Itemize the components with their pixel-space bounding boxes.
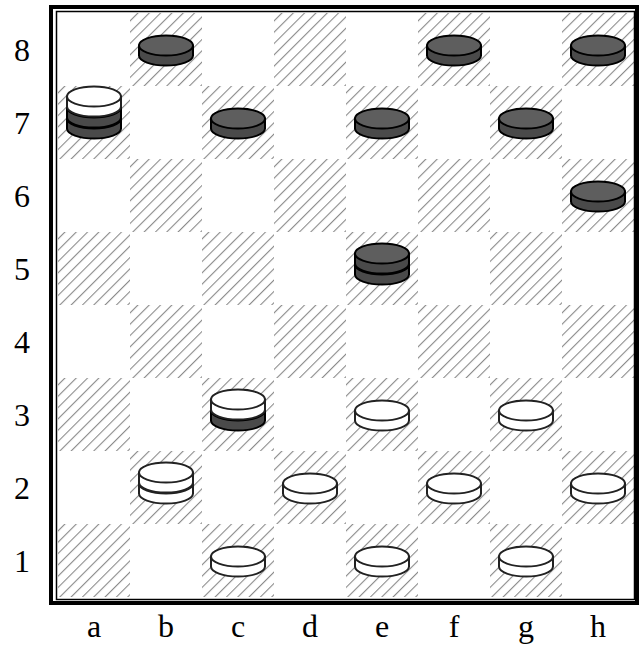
file-label: d — [302, 610, 318, 642]
file-label: a — [87, 610, 101, 642]
file-label: c — [231, 610, 245, 642]
stack-e5 — [355, 244, 409, 285]
black-pieces — [139, 36, 625, 212]
file-label: b — [158, 610, 174, 642]
board-frame — [51, 7, 637, 603]
file-label: e — [375, 610, 389, 642]
stack-c3 — [211, 390, 265, 431]
rank-label: 3 — [14, 399, 30, 431]
board-frame-inner — [57, 12, 635, 600]
board-squares — [58, 13, 634, 597]
stack-a7 — [67, 87, 121, 139]
rank-label: 2 — [14, 472, 30, 504]
rank-label: 8 — [14, 34, 30, 66]
rank-label: 4 — [14, 326, 30, 358]
stack-b2 — [139, 463, 193, 504]
white-pieces — [211, 401, 625, 577]
file-label: g — [518, 610, 534, 642]
rank-label: 5 — [14, 253, 30, 285]
rank-label: 7 — [14, 107, 30, 139]
file-label: h — [590, 610, 606, 642]
rank-label: 1 — [14, 545, 30, 577]
file-label: f — [449, 610, 460, 642]
rank-label: 6 — [14, 180, 30, 212]
